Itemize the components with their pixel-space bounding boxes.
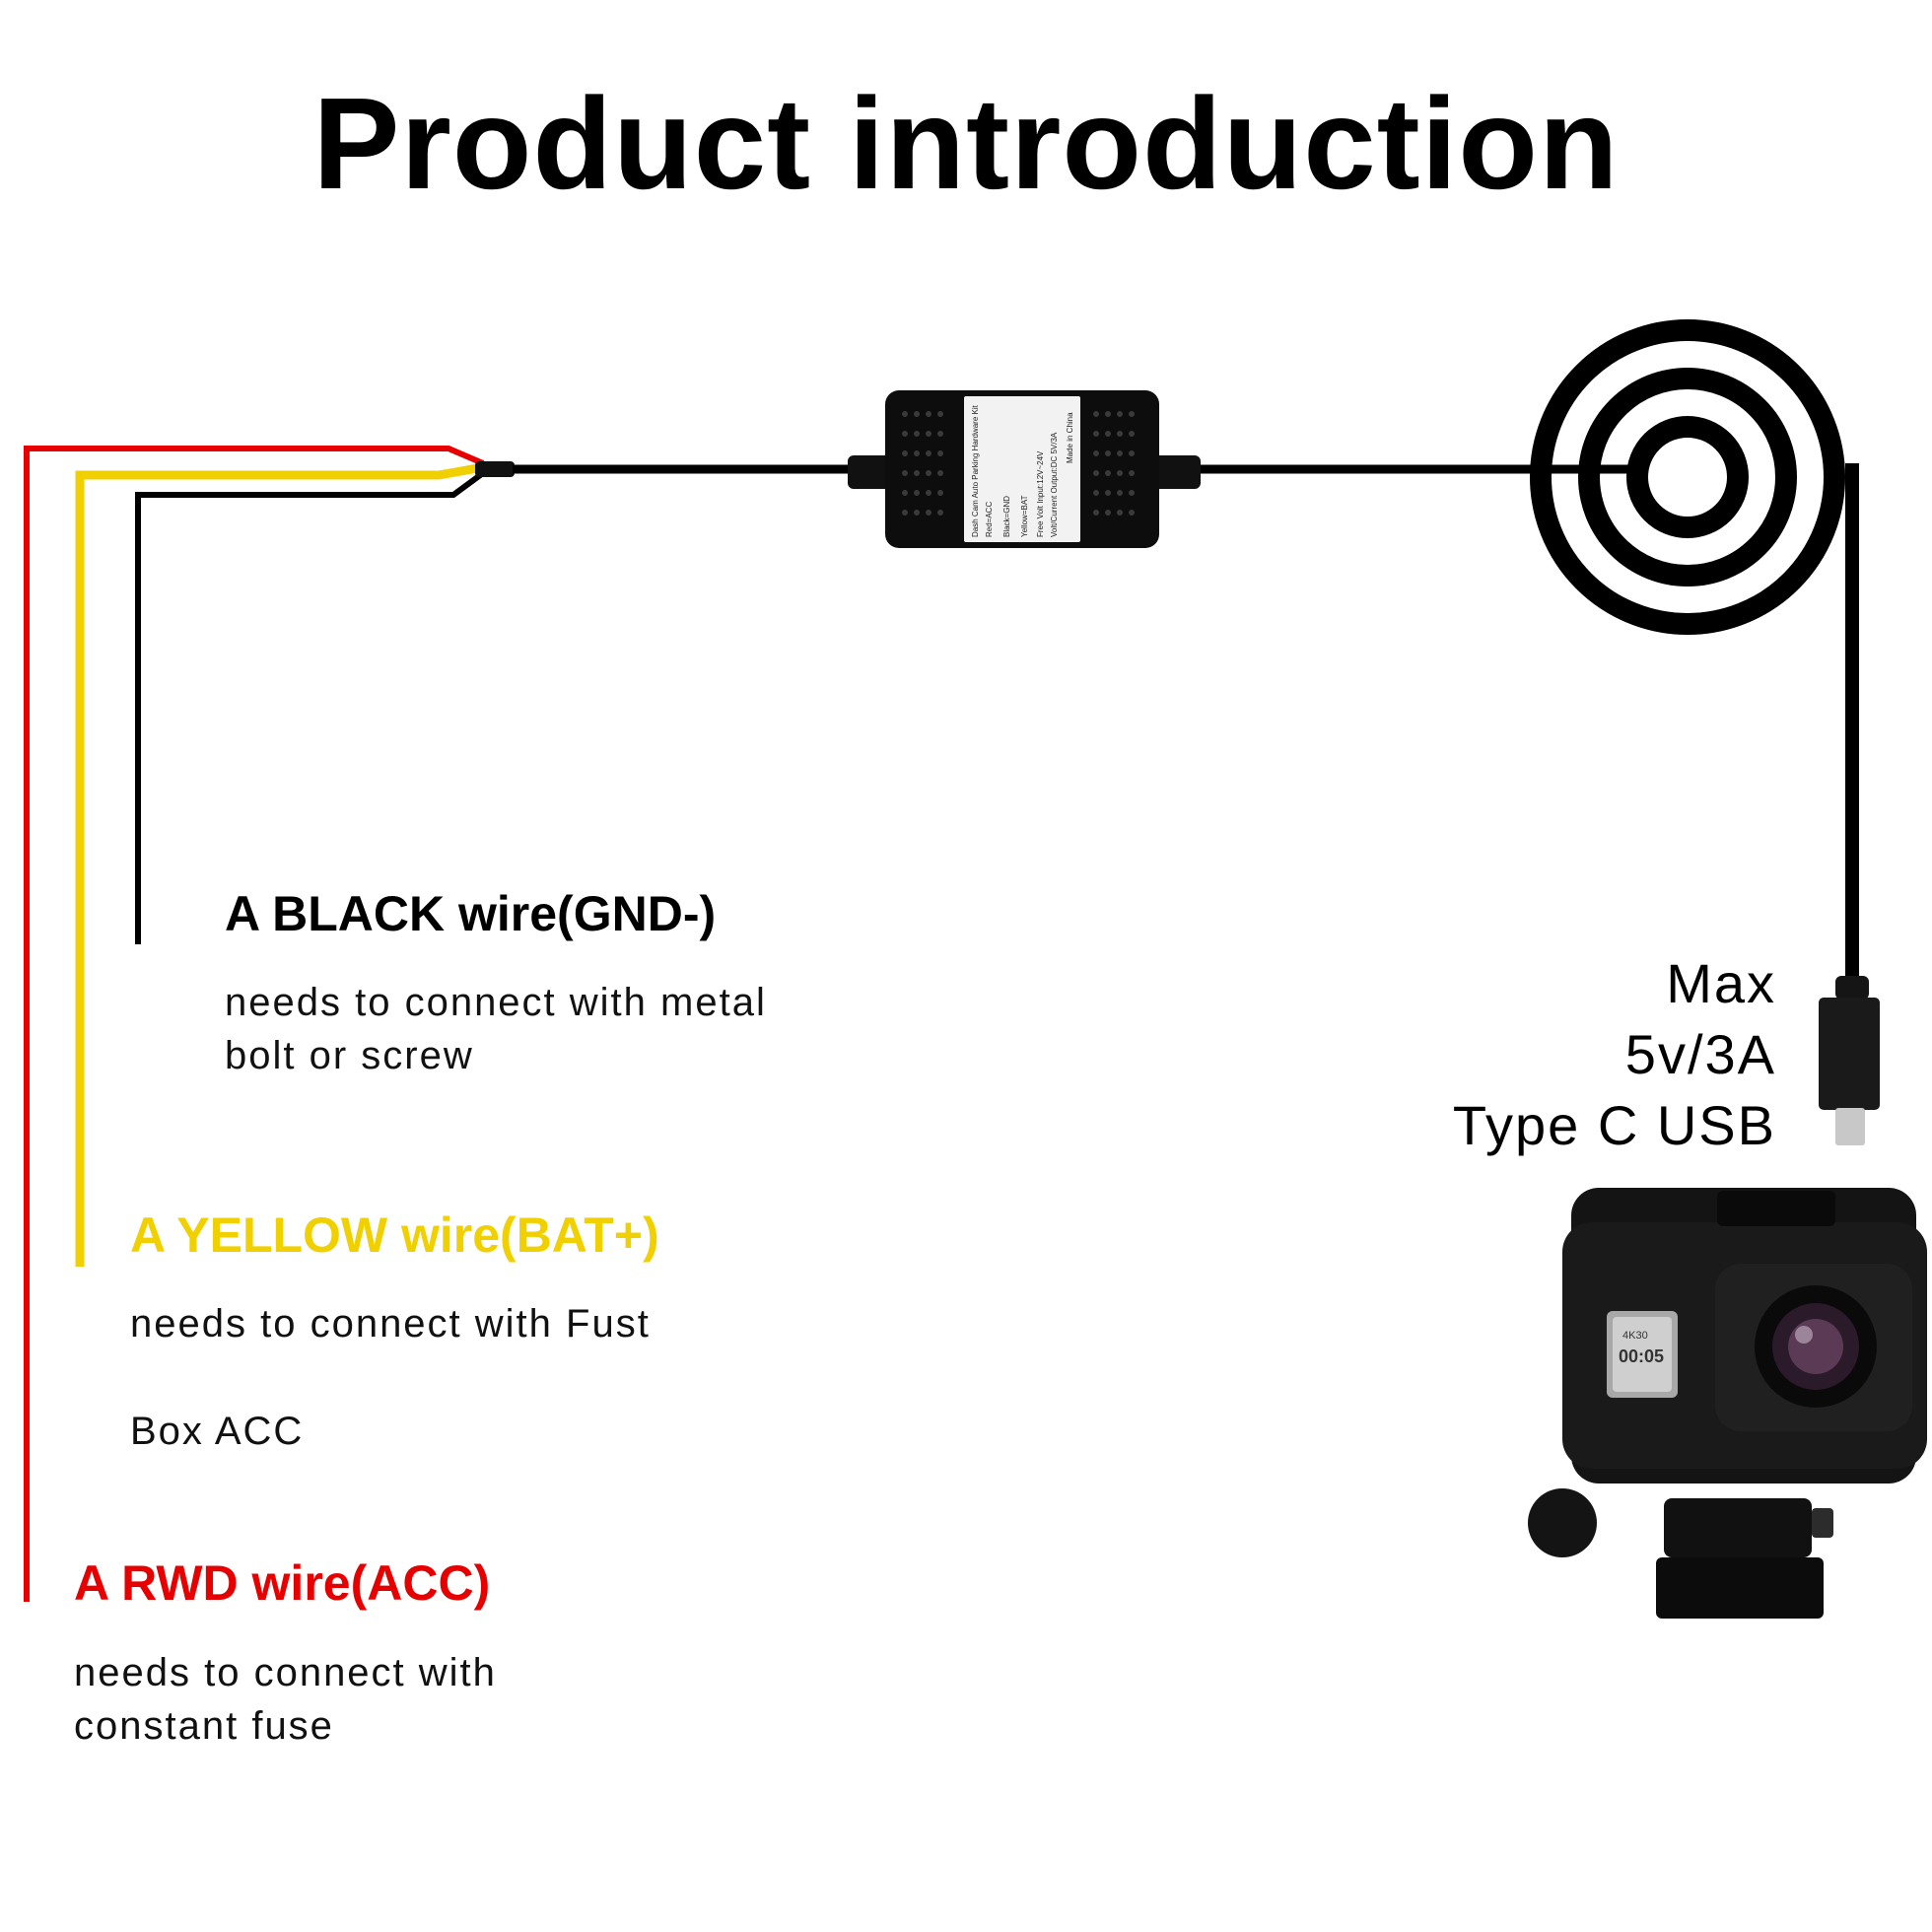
coiled-cable-icon [1530, 319, 1845, 635]
red-wire [24, 446, 485, 1602]
red-wire-desc-line2: constant fuse [74, 1704, 334, 1748]
red-wire-heading: A RWD wire(ACC) [74, 1555, 491, 1611]
yellow-wire-desc-line1: needs to connect with Fust [130, 1302, 651, 1346]
module-label-line: Black=GND [1002, 496, 1011, 537]
black-wire [135, 470, 485, 944]
module-label-line: Dash Cam Auto Parking Hardware Kit [971, 404, 980, 537]
module-label-line: Free Volt Input:12V~24V [1036, 450, 1045, 537]
module-label-line: Made in China [1066, 412, 1074, 463]
usb-spec-line3: Type C USB [1452, 1094, 1776, 1156]
black-wire-desc-line1: needs to connect with metal [225, 981, 767, 1024]
yellow-wire [75, 462, 484, 1267]
usb-spec-line2: 5v/3A [1624, 1023, 1776, 1085]
black-wire-heading: A BLACK wire(GND-) [225, 886, 717, 941]
module-label-line: Volt/Current Output:DC 5V/3A [1050, 432, 1059, 537]
yellow-wire-heading: A YELLOW wire(BAT+) [130, 1208, 659, 1263]
yellow-wire-desc-line2: Box ACC [130, 1410, 305, 1453]
colored-wires [24, 446, 485, 1602]
red-wire-desc-line1: needs to connect with [74, 1651, 497, 1694]
module-label-line: Red=ACC [985, 502, 994, 537]
usb-c-plug-icon [1819, 976, 1880, 1145]
module-label-line: Yellow=BAT [1020, 495, 1029, 537]
black-wire-desc-line2: bolt or screw [225, 1034, 474, 1077]
camera-time-text: 00:05 [1619, 1346, 1664, 1366]
usb-spec-line1: Max [1666, 952, 1776, 1014]
usb-spec: Max 5v/3A Type C USB [1453, 948, 1776, 1161]
page-title: Product introduction [312, 71, 1620, 216]
action-camera-icon: 4K30 00:05 [1528, 1188, 1927, 1619]
camera-mode-text: 4K30 [1622, 1330, 1648, 1342]
buck-converter-module-icon: Dash Cam Auto Parking Hardware Kit Red=A… [848, 390, 1201, 548]
cable-sleeve [475, 461, 515, 477]
